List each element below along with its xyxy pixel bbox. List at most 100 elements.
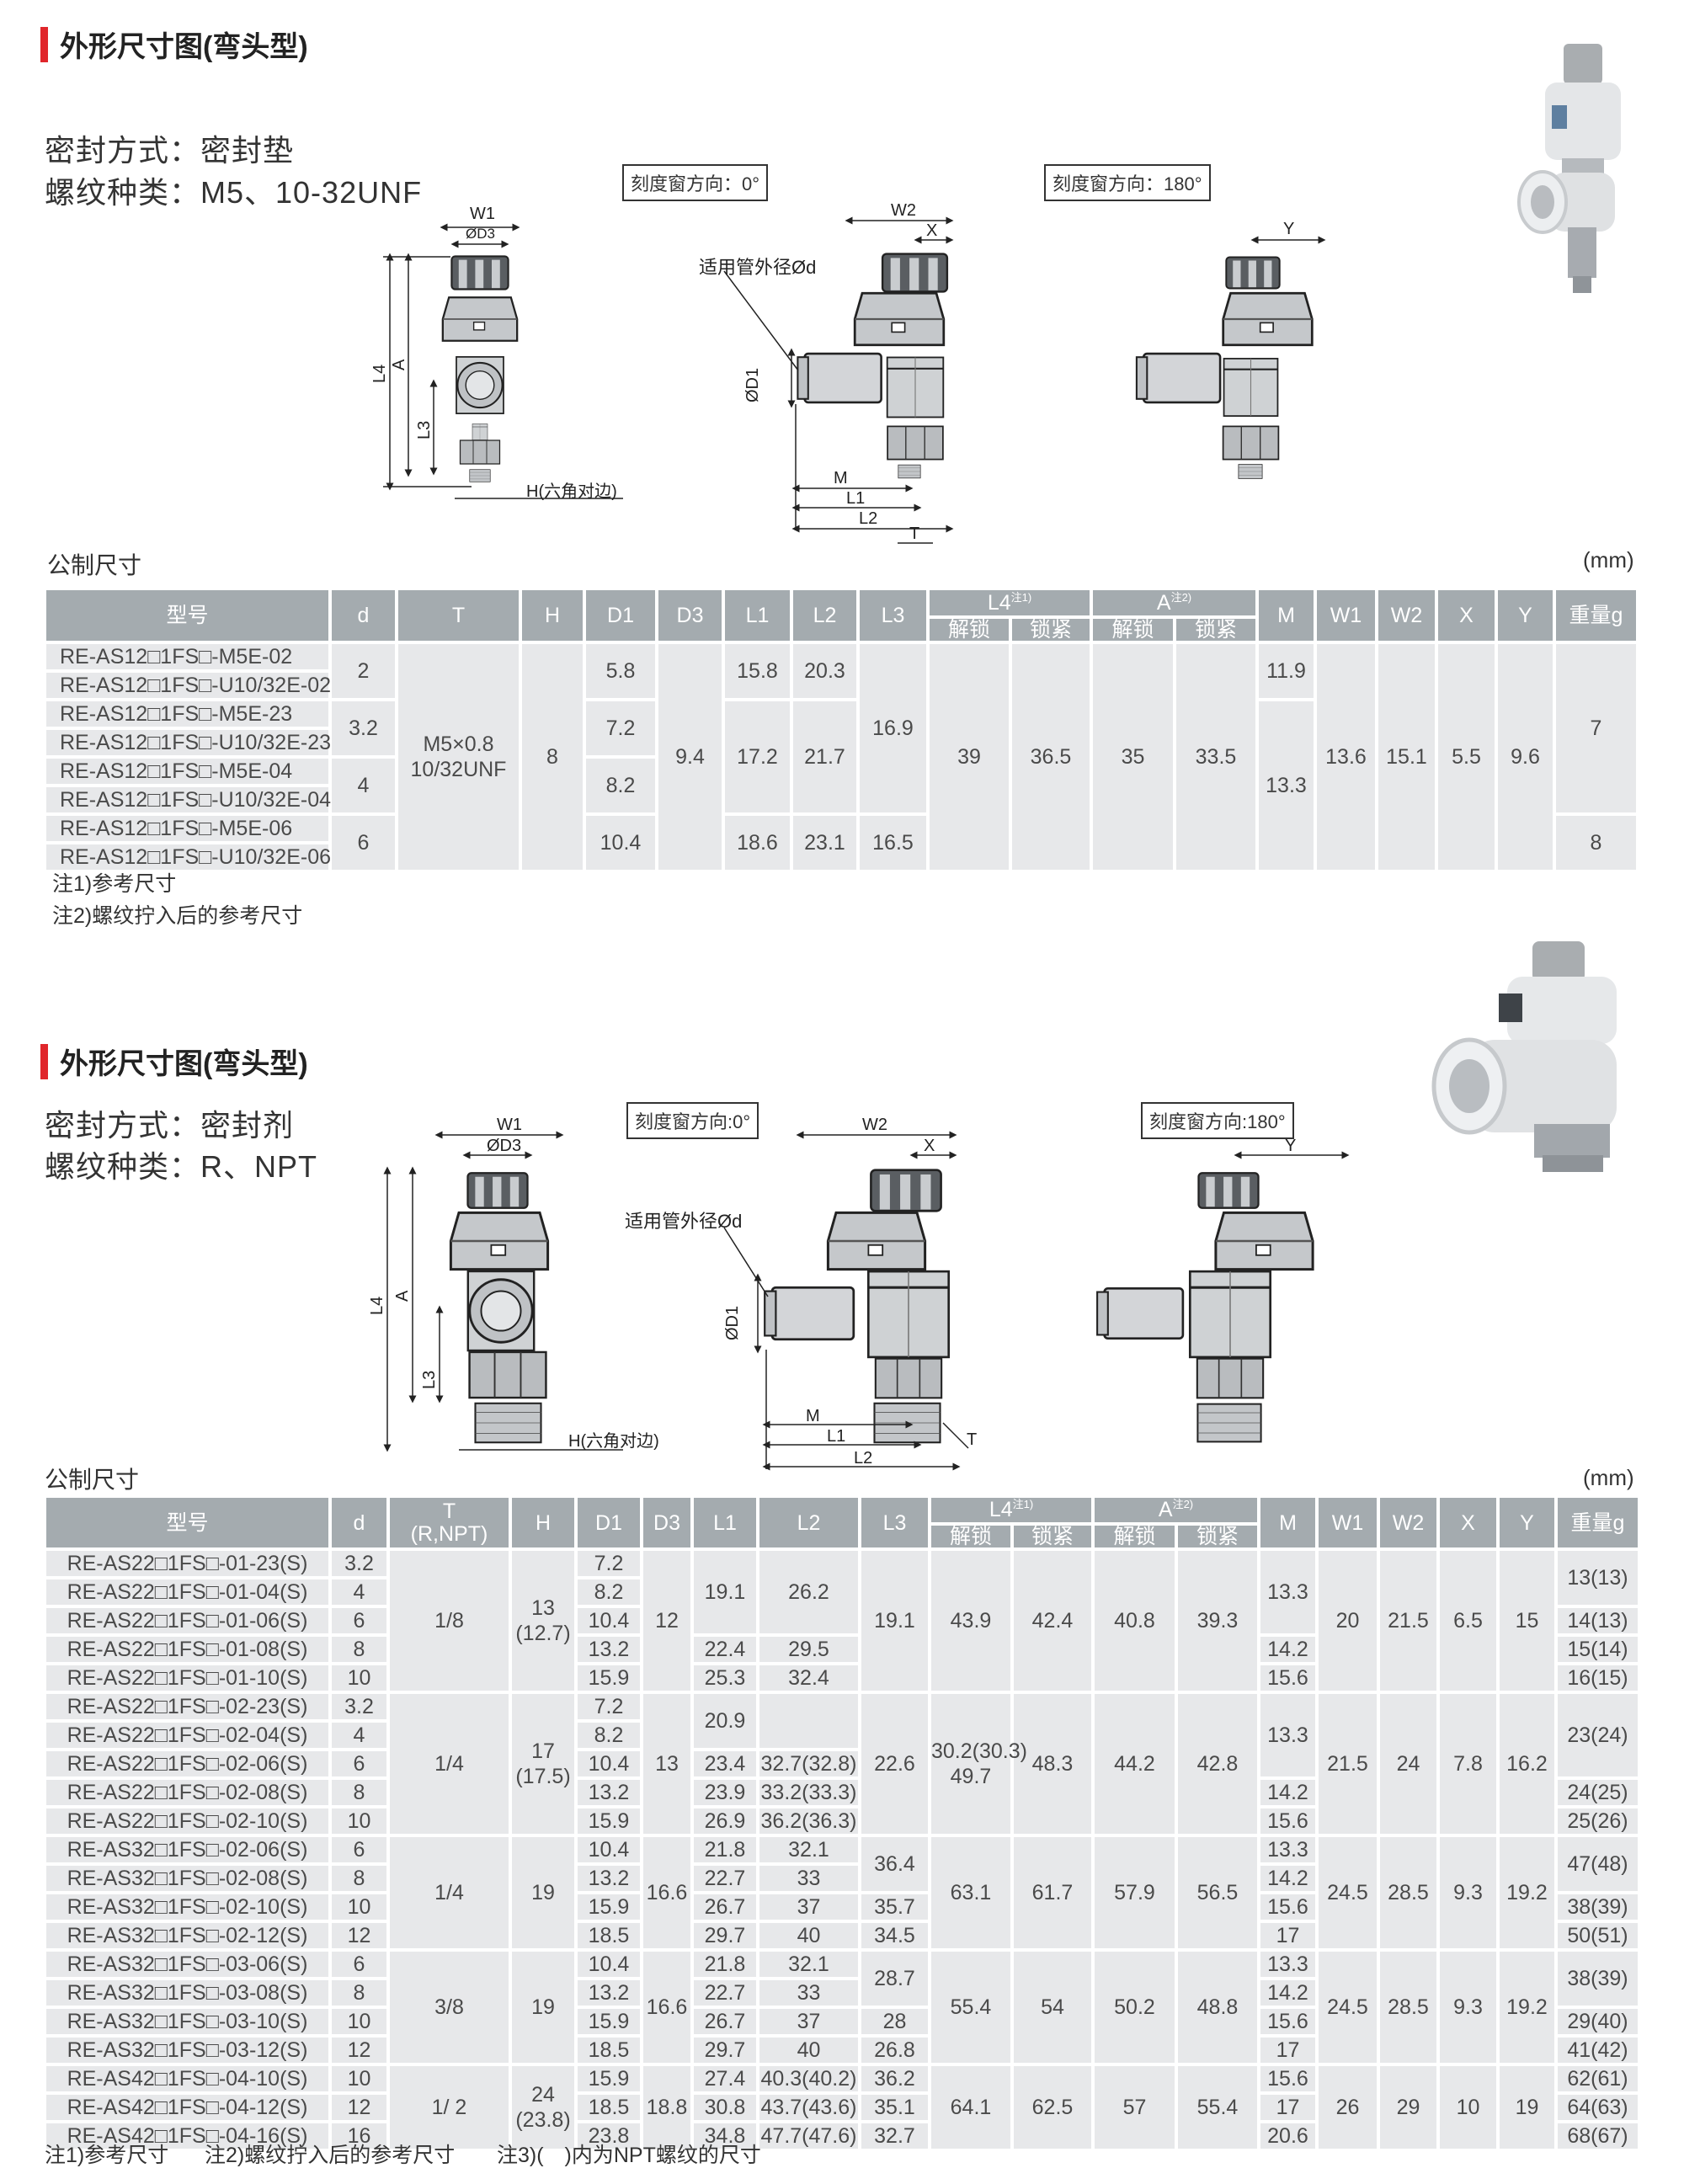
value-cell: M5×0.8 10/32UNF <box>397 642 520 872</box>
value-cell: 26.2 <box>758 1549 860 1636</box>
model-cell: RE-AS22□1FS□-02-23(S) <box>45 1692 330 1722</box>
value-cell: 43.7(43.6) <box>758 2093 860 2123</box>
value-cell: 35.1 <box>860 2093 930 2123</box>
value-cell: 64(63) <box>1556 2093 1639 2123</box>
col-l3: L3 <box>858 589 928 643</box>
metric-dimensions-label: 公制尺寸 <box>47 552 142 578</box>
col-l4-lock: 锁紧 <box>1012 1524 1093 1550</box>
dim-label-l1: L1 <box>846 489 865 508</box>
col-d3: D3 <box>657 589 723 643</box>
value-cell: 33.5 <box>1175 642 1257 872</box>
note-2: 注2)螺纹拧入后的参考尺寸 <box>52 904 303 928</box>
dim-label-l3: L3 <box>415 421 434 439</box>
value-cell: 8 <box>330 1864 388 1894</box>
value-cell: 19 <box>510 1950 576 2065</box>
value-cell: 9.3 <box>1438 1835 1498 1951</box>
value-cell: 4 <box>330 757 397 815</box>
section-2-title: 外形尺寸图(弯头型) <box>40 1041 308 1082</box>
metric-dimensions-label: 公制尺寸 <box>45 1467 140 1493</box>
product-photo-2 <box>1431 941 1617 1172</box>
value-cell: 13.3 <box>1259 1950 1317 1979</box>
front-view-drawing-2: W1 ØD3 L4 A L3 H(六角对边) <box>368 1116 659 1452</box>
value-cell: 21.5 <box>1378 1549 1438 1693</box>
model-cell: RE-AS42□1FS□-04-16(S) <box>45 2122 330 2151</box>
value-cell: 10.4 <box>576 1835 642 1865</box>
col-a: A注2) <box>1093 1496 1259 1524</box>
value-cell: 3.2 <box>330 700 397 758</box>
value-cell: 27.4 <box>692 2064 758 2094</box>
col-a-note: 注2) <box>1172 1498 1194 1511</box>
value-cell: 7.2 <box>576 1549 642 1579</box>
value-cell: 17 <box>1259 2036 1317 2065</box>
unit-label: (mm) <box>1583 547 1634 573</box>
value-cell: 16.6 <box>642 1835 692 1951</box>
value-cell: 23.9 <box>692 1778 758 1808</box>
value-cell: 18.6 <box>723 814 791 872</box>
title-accent-bar <box>40 26 48 62</box>
value-cell: 8.2 <box>576 1578 642 1607</box>
model-cell: RE-AS32□1FS□-02-06(S) <box>45 1835 330 1865</box>
value-cell: 25(26) <box>1556 1807 1639 1836</box>
model-cell: RE-AS32□1FS□-03-12(S) <box>45 2036 330 2065</box>
value-cell: 32.1 <box>758 1835 860 1865</box>
value-cell: 13.3 <box>1259 1835 1317 1865</box>
col-l4-label: L4 <box>987 590 1011 615</box>
dim-label-d1: ØD1 <box>723 1306 742 1340</box>
value-cell: 13(13) <box>1556 1549 1639 1607</box>
value-cell: 35 <box>1091 642 1175 872</box>
model-cell: RE-AS32□1FS□-02-12(S) <box>45 1921 330 1951</box>
value-cell: 15.6 <box>1259 1664 1317 1693</box>
value-cell: 12 <box>330 1921 388 1951</box>
value-cell: 22.6 <box>860 1692 930 1836</box>
value-cell: 40 <box>758 2036 860 2065</box>
value-cell: 15.9 <box>576 2007 642 2037</box>
model-cell: RE-AS32□1FS□-02-10(S) <box>45 1893 330 1922</box>
note-1: 注1)参考尺寸 <box>45 2144 169 2167</box>
dim-label-x: X <box>926 221 937 240</box>
model-cell: RE-AS12□1FS□-M5E-02 <box>45 642 330 672</box>
value-cell: 3/8 <box>388 1950 510 2065</box>
col-l4-unlock: 解锁 <box>930 1524 1012 1550</box>
col-a-unlock: 解锁 <box>1091 617 1175 643</box>
col-a-note: 注2) <box>1170 590 1192 604</box>
value-cell: 8 <box>330 1778 388 1808</box>
section-title-text: 外形尺寸图(弯头型) <box>60 31 308 63</box>
value-cell: 26.7 <box>692 1893 758 1922</box>
value-cell: 6 <box>330 814 397 872</box>
value-cell: 8 <box>1554 814 1638 872</box>
value-cell: 14.2 <box>1259 1979 1317 2008</box>
value-cell: 38(39) <box>1556 1950 1639 2008</box>
value-cell: 4 <box>330 1578 388 1607</box>
value-cell: 9.3 <box>1438 1950 1498 2065</box>
value-cell: 15.1 <box>1377 642 1436 872</box>
value-cell: 24.5 <box>1317 1835 1378 1951</box>
value-cell: 36.2(36.3) <box>758 1807 860 1836</box>
value-cell: 68(67) <box>1556 2122 1639 2151</box>
value-cell: 7 <box>1554 642 1638 815</box>
dim-label-w1: W1 <box>470 205 495 223</box>
dim-label-y: Y <box>1283 220 1294 238</box>
value-cell: 6.5 <box>1438 1549 1498 1693</box>
value-cell: 50.2 <box>1093 1950 1176 2065</box>
value-cell: 40 <box>758 1921 860 1951</box>
col-t-label: T <box>442 1500 456 1524</box>
model-cell: RE-AS32□1FS□-03-06(S) <box>45 1950 330 1979</box>
value-cell: 8 <box>520 642 584 872</box>
model-cell: RE-AS22□1FS□-01-23(S) <box>45 1549 330 1579</box>
model-cell: RE-AS32□1FS□-03-08(S) <box>45 1979 330 2008</box>
model-cell: RE-AS12□1FS□-U10/32E-02 <box>45 671 331 700</box>
value-cell: 63.1 <box>930 1835 1012 1951</box>
value-cell: 57.9 <box>1093 1835 1176 1951</box>
value-cell: 20.9 <box>692 1692 758 1750</box>
value-cell: 13.2 <box>576 1979 642 2008</box>
value-cell <box>758 1692 860 1750</box>
